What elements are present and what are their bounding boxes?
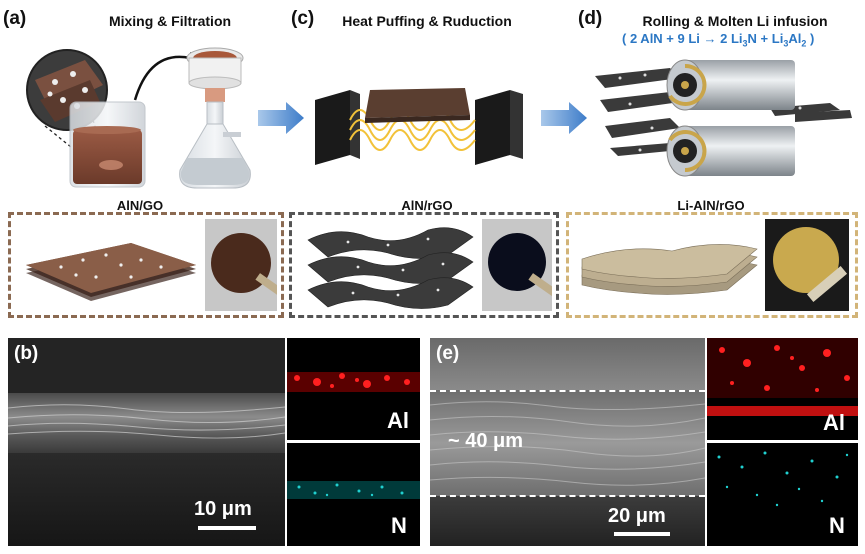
- heat-puffing-illustration: [315, 88, 523, 165]
- panel-label-a: (a): [3, 8, 27, 29]
- Li-alnrGO-photo: [765, 219, 849, 311]
- thickness-label-e: ~ 40 μm: [448, 430, 524, 452]
- eds-label-b-n: N: [391, 513, 407, 538]
- alnGO-photo: [205, 219, 277, 311]
- alnrGO-layers: [307, 227, 474, 309]
- frame-Li-alnrGO: [566, 212, 858, 318]
- panel-label-e: (e): [436, 343, 460, 364]
- scale-bar-b: [198, 526, 256, 530]
- alnGO-layers: [26, 243, 196, 301]
- eds-map-e-n: N: [707, 443, 858, 546]
- sem-image-b: (b) 10 μm: [8, 338, 285, 546]
- material-label-a: AlN/GO: [116, 198, 164, 213]
- scale-bar-text-e: 20 μm: [608, 505, 666, 527]
- frame-alnGO: [8, 212, 284, 318]
- eds-label-e-n: N: [829, 513, 845, 538]
- scale-bar-e: [614, 532, 670, 536]
- alnrGO-photo: [482, 219, 552, 311]
- frame-alnrGO: [289, 212, 559, 318]
- eds-map-b-n: N: [287, 443, 420, 546]
- eds-divider-e: [707, 440, 858, 443]
- mixing-filtration-illustration: [26, 47, 251, 189]
- process-arrow-2: [541, 102, 587, 134]
- eds-label-b-al: Al: [387, 408, 409, 433]
- rolling-illustration: [595, 59, 852, 177]
- panel-title-c: Heat Puffing & Ruduction: [342, 13, 512, 29]
- sem-image-e: (e) ~ 40 μm 20 μm: [430, 338, 705, 546]
- panel-label-d: (d): [578, 8, 603, 29]
- panel-title-d: Rolling & Molten Li infusion: [642, 13, 828, 29]
- panel-label-b: (b): [14, 343, 39, 364]
- reaction-equation: ( 2 AlN + 9 Li → 2 Li3N + Li3Al2 ): [622, 31, 815, 49]
- Li-alnrGO-layers: [581, 244, 758, 295]
- eds-map-e-al: Al: [707, 338, 858, 440]
- scale-bar-text-b: 10 μm: [194, 498, 252, 520]
- eds-map-b-al: Al: [287, 338, 420, 440]
- material-label-d: Li-AlN/rGO: [677, 198, 745, 213]
- panel-title-a: Mixing & Filtration: [108, 13, 232, 29]
- panel-label-c: (c): [291, 8, 315, 29]
- material-label-c: AlN/rGO: [401, 198, 453, 213]
- eds-divider-b: [287, 440, 420, 443]
- process-arrow-1: [258, 102, 304, 134]
- eds-label-e-al: Al: [823, 410, 845, 435]
